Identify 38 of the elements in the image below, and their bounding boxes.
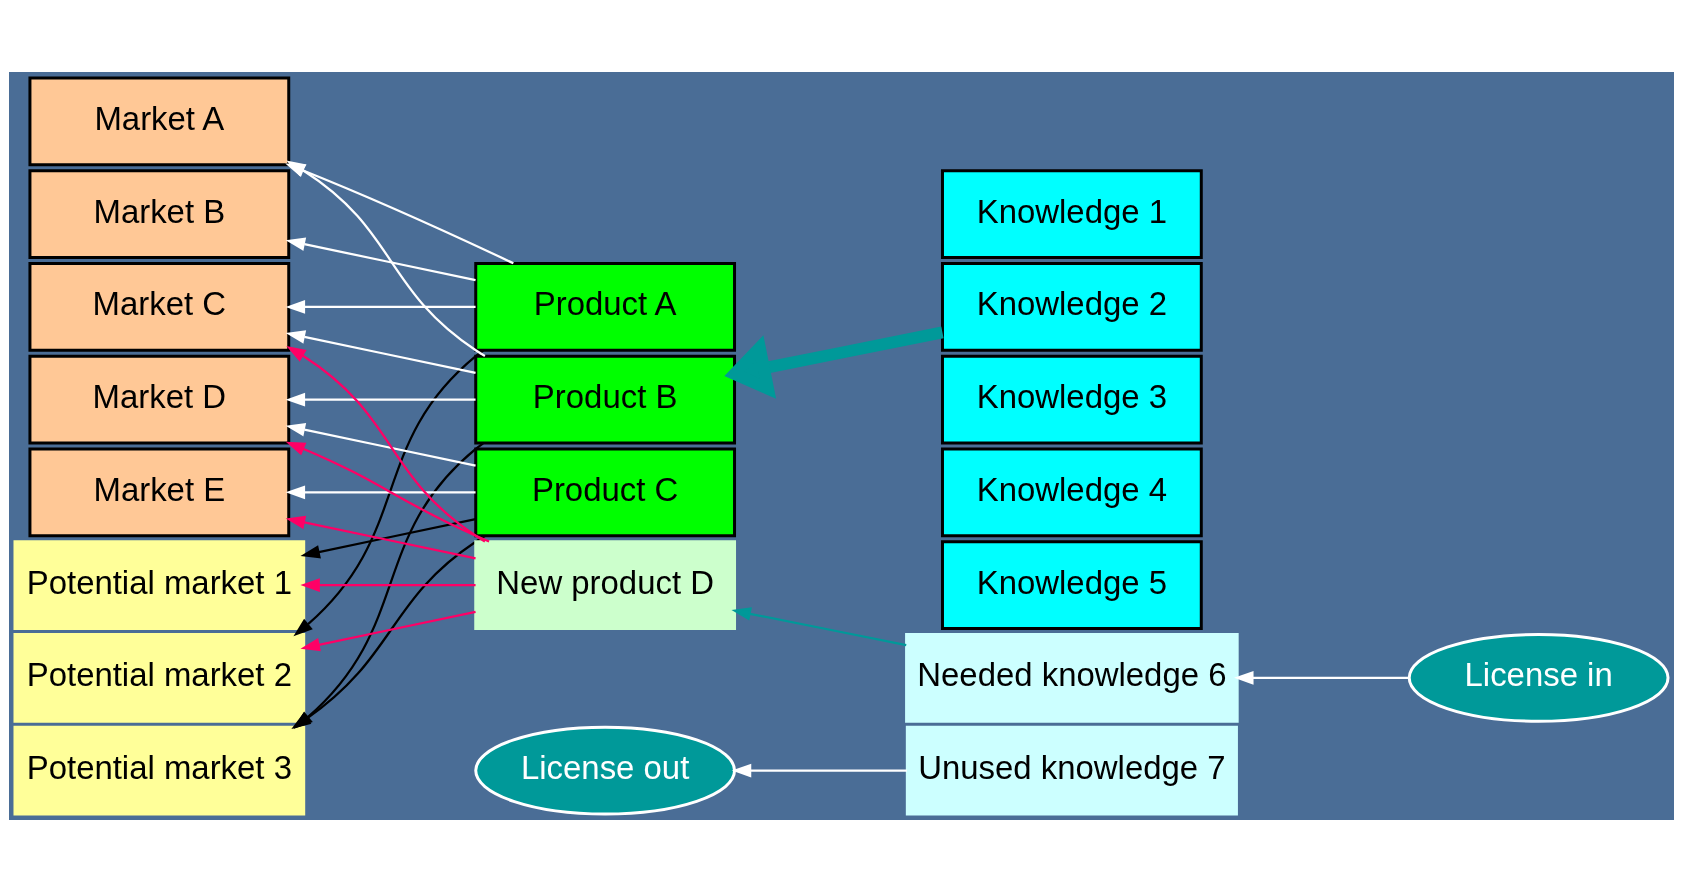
node-box: Knowledge 4 <box>940 447 1203 538</box>
arrow <box>285 392 476 407</box>
node-box: Market B <box>27 169 290 259</box>
node-box: Needed knowledge 6 <box>904 633 1239 723</box>
arrow <box>285 237 476 282</box>
node-box: Knowledge 1 <box>940 169 1203 259</box>
node-box: Product C <box>473 447 736 538</box>
node-box: Product A <box>473 262 736 352</box>
arrow <box>731 763 907 778</box>
node-box: New product D <box>473 540 736 630</box>
node-ellipse: License out <box>473 725 736 816</box>
arrow <box>285 423 476 467</box>
node-box: Market D <box>27 354 290 445</box>
arrow <box>731 607 906 647</box>
node-box: Market E <box>27 447 290 538</box>
arrow <box>1233 671 1409 685</box>
arrow <box>285 346 485 543</box>
arrow <box>285 515 476 560</box>
arrow <box>299 610 476 652</box>
node-box: Knowledge 5 <box>940 540 1203 630</box>
arrow <box>285 300 476 314</box>
node-box: Unused knowledge 7 <box>905 725 1238 816</box>
node-box: Potential market 1 <box>13 540 305 630</box>
arrow <box>285 441 489 543</box>
node-box: Potential market 3 <box>13 725 305 816</box>
node-ellipse: License in <box>1407 633 1669 723</box>
arrow <box>299 518 476 559</box>
node-box: Market A <box>27 76 290 167</box>
node-box: Product B <box>473 354 736 445</box>
node-box: Market C <box>27 262 290 352</box>
node-box: Knowledge 2 <box>940 262 1203 352</box>
arrow <box>723 326 944 399</box>
arrow <box>285 485 476 500</box>
node-box: Potential market 2 <box>13 633 305 723</box>
arrow <box>299 578 476 592</box>
node-box: Knowledge 3 <box>940 354 1203 445</box>
arrow <box>292 349 484 637</box>
arrow <box>285 330 476 374</box>
